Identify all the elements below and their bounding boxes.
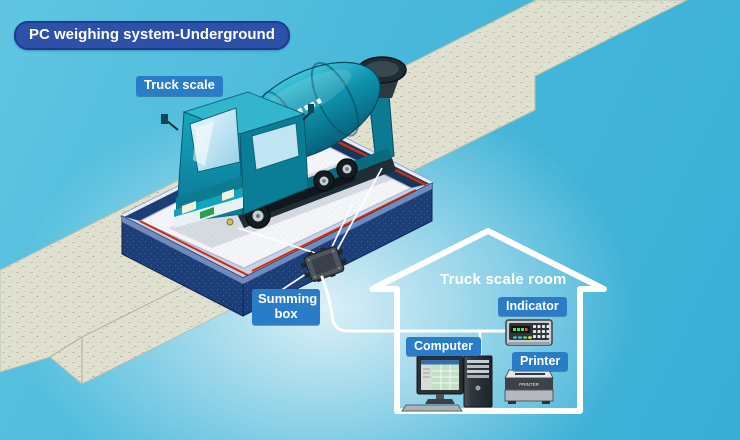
mirror-left xyxy=(161,114,168,124)
computer-monitor xyxy=(401,355,464,412)
indicator-keypad xyxy=(533,325,550,338)
screen-grid xyxy=(432,364,459,390)
indicator-label: Indicator xyxy=(498,297,567,316)
summing-box-device xyxy=(300,246,348,283)
page-title: PC weighing system-Underground xyxy=(14,21,290,50)
computer-label: Computer xyxy=(406,337,482,356)
indicator-device xyxy=(505,319,553,346)
truck-scale-label: Truck scale xyxy=(136,76,223,96)
truck-cab xyxy=(161,91,314,228)
mixer-truck xyxy=(161,56,407,248)
load-cell-left xyxy=(226,218,234,226)
computer-tower xyxy=(463,355,493,408)
printer-label: Printer xyxy=(512,352,569,371)
license-plate xyxy=(200,207,214,219)
printer-device: PRINTER xyxy=(504,369,554,404)
side-window xyxy=(251,122,300,171)
headlight-right xyxy=(222,189,234,201)
signal-cable xyxy=(320,275,509,333)
printer-brand-text: PRINTER xyxy=(519,382,540,387)
summing-box-label: Summing box xyxy=(252,289,320,326)
indicator-display xyxy=(511,326,530,333)
screen-title-bar xyxy=(421,360,459,365)
mirror-right xyxy=(308,104,314,113)
headlight-left xyxy=(182,201,196,214)
truck-scale-room-label: Truck scale room xyxy=(440,271,567,288)
indicator-buttons xyxy=(513,336,532,339)
keyboard xyxy=(401,404,463,412)
